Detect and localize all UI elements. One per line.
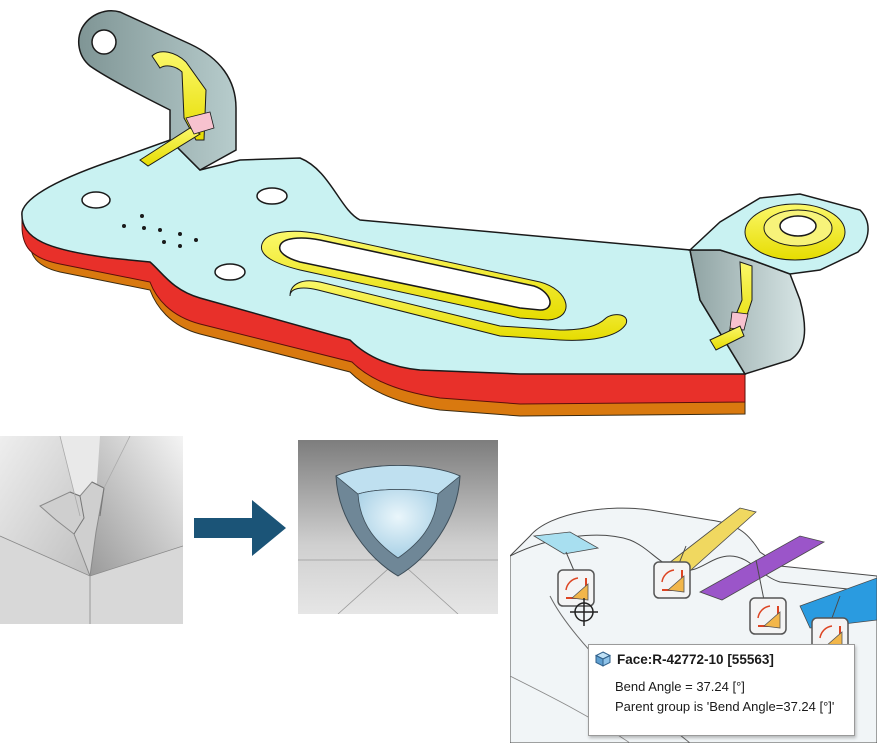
face-tooltip: Face:R-42772-10 [55563] Bend Angle = 37.… <box>588 644 855 736</box>
flange-hole <box>91 29 117 55</box>
right-wall-rib-lower <box>709 325 745 351</box>
bend-pink-patch <box>185 111 215 135</box>
corner-before-image <box>0 436 183 624</box>
bend-angle-icon[interactable] <box>749 597 787 635</box>
tooltip-header: Face:R-42772-10 [55563] <box>595 651 774 667</box>
corner-relief-inner <box>357 489 439 559</box>
bend-angle-icon[interactable] <box>653 561 691 599</box>
lower-emboss <box>289 280 628 341</box>
bend-angle-icon[interactable] <box>557 569 595 607</box>
hole-3 <box>214 263 246 281</box>
slot-opening <box>278 237 551 311</box>
bend-pink-patch-2 <box>729 311 749 331</box>
hole-1 <box>81 191 111 209</box>
sheet-metal-part <box>21 10 869 417</box>
crosshair-cursor-icon <box>570 598 598 626</box>
bend-face-light-blue <box>532 531 600 555</box>
hole-2 <box>256 187 288 205</box>
tooltip-title: Face:R-42772-10 [55563] <box>617 651 774 667</box>
corner-after-image <box>298 440 498 614</box>
bend-face-blue <box>799 577 877 629</box>
arrow-right-icon <box>194 500 286 556</box>
tab-hole <box>779 215 817 237</box>
tooltip-bend-angle: Bend Angle = 37.24 [°] <box>615 679 745 694</box>
tooltip-parent-group: Parent group is 'Bend Angle=37.24 [°]' <box>615 699 835 714</box>
cube-face-icon <box>595 651 611 667</box>
bend-face-purple <box>699 535 826 601</box>
small-holes <box>122 214 198 248</box>
left-rib-slot <box>139 127 201 167</box>
